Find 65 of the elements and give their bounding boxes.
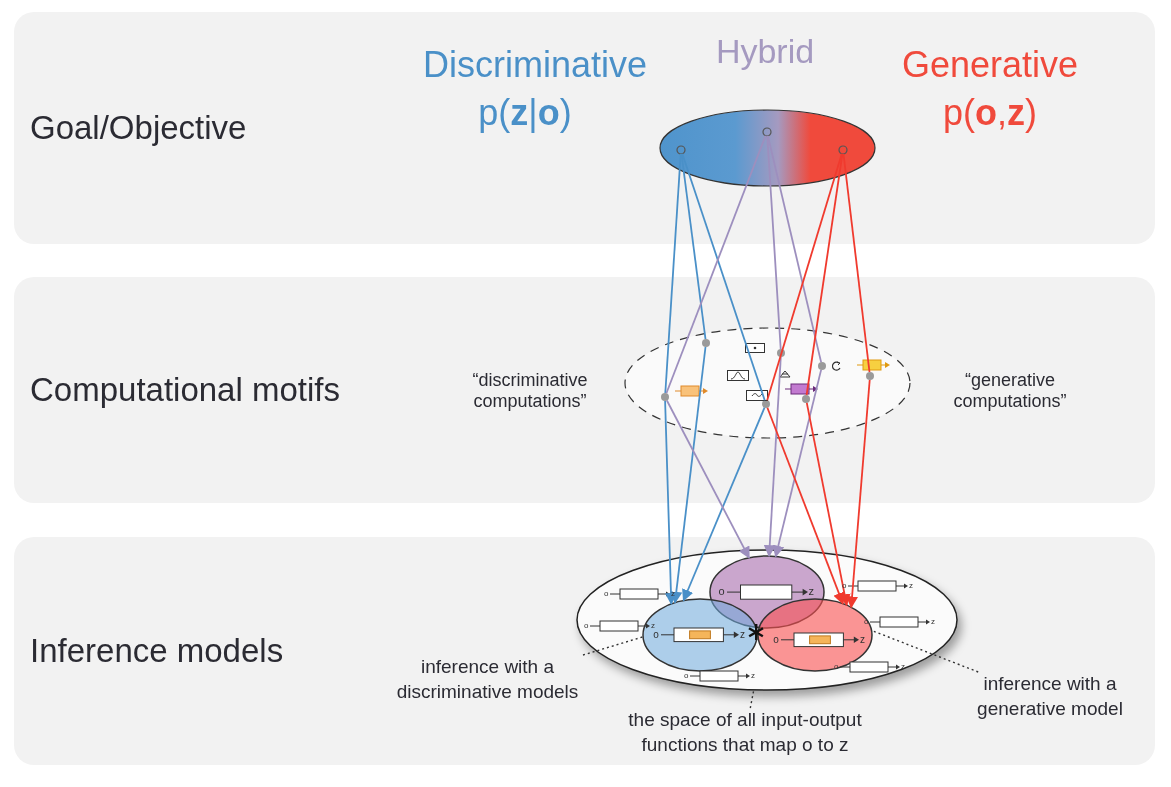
output-label: z [651, 620, 655, 630]
row-title: Computational motifs [30, 371, 340, 409]
input-label: o [773, 633, 779, 645]
heading: p(z|o) [477, 92, 573, 134]
output-label: z [909, 580, 913, 590]
connector-arrow [666, 399, 750, 559]
row-panel [14, 537, 1155, 765]
connector-arrow [682, 406, 766, 602]
annotation-text: the space of all input-output functions that map o to z [615, 708, 875, 764]
connector-line [681, 152, 766, 402]
side-caption: “discriminative computations” [471, 370, 589, 412]
input-label: o [604, 588, 609, 598]
side-caption: “generative computations” [952, 370, 1068, 412]
annotation-text: inference with a generative model [960, 672, 1140, 728]
input-label: o [684, 670, 689, 680]
connector-line [842, 153, 871, 373]
input-label: o [718, 584, 725, 598]
heading: Discriminative [421, 44, 648, 86]
connector-line [767, 135, 822, 363]
connector-line [664, 153, 682, 394]
connector-line [766, 152, 843, 402]
output-label: z [860, 633, 865, 645]
heading: Hybrid [714, 32, 816, 72]
connector-arrow [670, 346, 707, 604]
connector-arrow [766, 406, 845, 605]
leader-line [582, 636, 644, 656]
connector-arrow [846, 379, 871, 609]
output-label: z [751, 670, 755, 680]
connection-dot [759, 128, 775, 136]
connector-line [805, 153, 844, 396]
connection-dot [673, 146, 689, 154]
output-label: z [931, 616, 935, 626]
connection-dot [835, 146, 851, 154]
connection-dot [658, 393, 672, 401]
annotation-text: inference with a discriminative models [380, 655, 595, 713]
input-label: o [653, 628, 659, 640]
row-title: Goal/Objective [30, 109, 247, 147]
leader-line [749, 689, 755, 709]
connection-dot [815, 362, 829, 370]
row-panel [14, 12, 1155, 244]
connection-dot [699, 339, 713, 347]
row-title: Inference models [30, 632, 284, 670]
function-space-ellipse [577, 550, 957, 690]
connector-line [766, 135, 782, 350]
connection-dot [863, 372, 877, 380]
motif-ellipse [625, 328, 910, 438]
input-label: o [842, 580, 847, 590]
heading: p(o,z) [942, 92, 1038, 134]
input-label: o [584, 620, 589, 630]
output-label: z [740, 628, 745, 640]
connection-dot [759, 400, 773, 408]
connection-dot [774, 349, 788, 357]
input-label: o [864, 616, 869, 626]
connector-arrow [805, 402, 851, 607]
connector-arrow [763, 356, 782, 558]
heading: Generative [900, 44, 1080, 86]
output-label: z [901, 661, 905, 671]
connector-arrow [772, 369, 822, 558]
connection-dot [799, 395, 813, 403]
row-panel [14, 277, 1155, 503]
goal-ellipse [660, 110, 875, 186]
output-label: z [671, 588, 675, 598]
connector-line [680, 153, 707, 340]
output-label: z [808, 584, 814, 598]
connector-line [665, 134, 767, 395]
